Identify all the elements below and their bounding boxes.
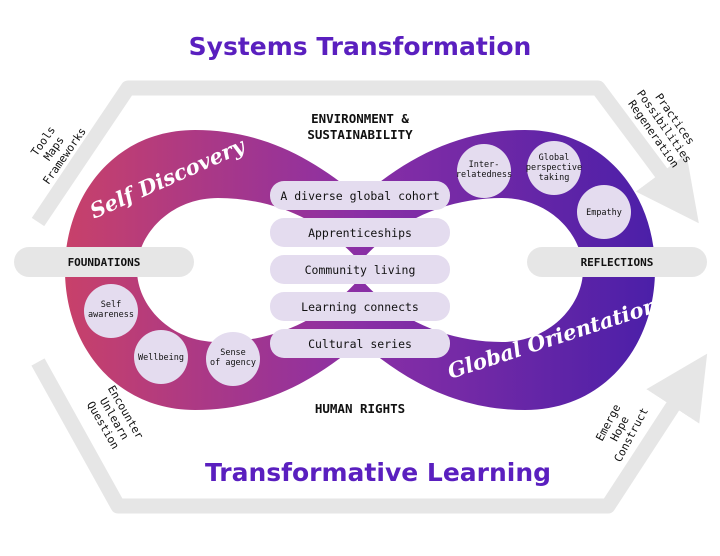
self-awareness-circle (84, 284, 138, 338)
environment-label-line2: SUSTAINABILITY (307, 127, 413, 142)
empathy-circle (577, 185, 631, 239)
top-flow-path (31, 80, 699, 227)
circle-text: of agency (210, 358, 256, 368)
circle-text: Global (539, 153, 570, 163)
center-pill (270, 329, 450, 358)
global-perspective-circle (527, 141, 581, 195)
human-rights-label: HUMAN RIGHTS (315, 401, 405, 416)
circle-text: awareness (88, 310, 134, 320)
center-item-text: Cultural series (308, 337, 412, 351)
circle-text: Self (101, 300, 121, 310)
center-pill (270, 292, 450, 321)
wellbeing-circle (134, 330, 188, 384)
reflections-label: REFLECTIONS (581, 256, 654, 269)
interrelatedness-circle (457, 144, 511, 198)
foundations-label: FOUNDATIONS (68, 256, 141, 269)
bottom-flow-path (31, 353, 708, 514)
center-pill (270, 255, 450, 284)
right-circles: Inter- relatedness Global perspective ta… (456, 141, 631, 239)
bottom-title: Transformative Learning (205, 458, 551, 487)
center-item-text: Apprenticeships (308, 226, 412, 240)
center-item-text: Community living (305, 263, 416, 277)
center-pill (270, 181, 450, 210)
reflections-bar (527, 247, 707, 277)
circle-text: taking (539, 173, 570, 183)
circle-text: Wellbeing (138, 353, 184, 363)
foundations-bar (14, 247, 194, 277)
center-item-text: A diverse global cohort (280, 189, 439, 203)
sense-of-agency-circle (206, 332, 260, 386)
environment-label-line1: ENVIRONMENT & (311, 111, 409, 126)
top-title: Systems Transformation (189, 32, 532, 61)
center-pill (270, 218, 450, 247)
circle-text: relatedness (456, 170, 512, 180)
circle-text: Sense (220, 348, 246, 358)
center-items: A diverse global cohort Apprenticeships … (270, 181, 450, 358)
infinity-loop (65, 130, 655, 410)
circle-text: Empathy (586, 208, 622, 218)
center-item-text: Learning connects (301, 300, 419, 314)
left-circles: Self awareness Wellbeing Sense of agency (84, 284, 260, 386)
circle-text: Inter- (469, 160, 500, 170)
circle-text: perspective (526, 163, 582, 173)
